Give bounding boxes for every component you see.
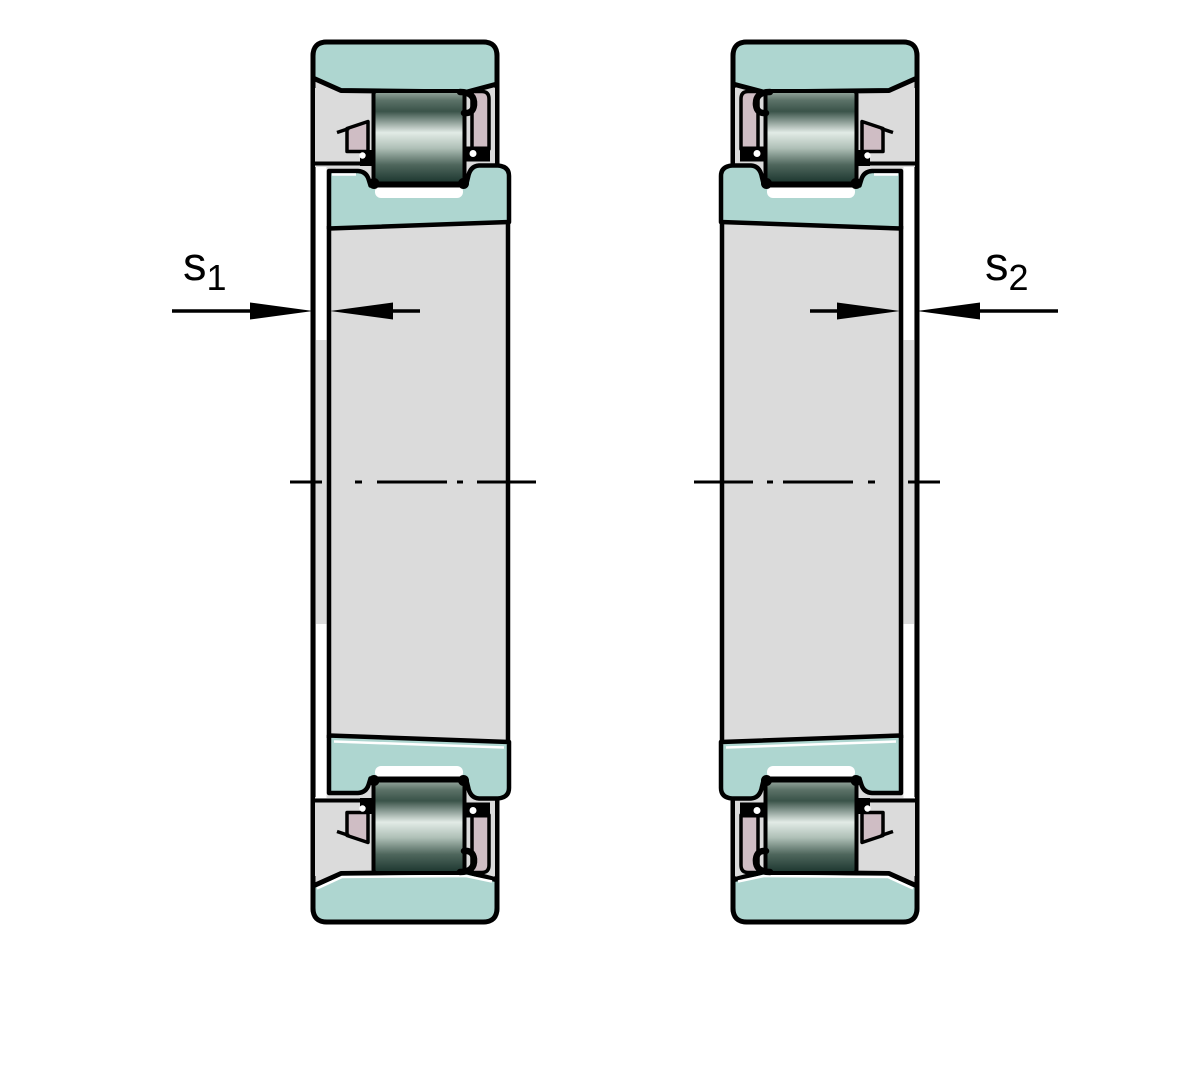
cage-claw-notch [469,807,477,814]
arrowhead-right-icon [250,302,313,320]
arrowhead-left-icon [330,302,393,320]
bearing-right [694,42,940,922]
clearance-gap-lower [316,624,327,798]
dimension-s2: s2 [810,237,1058,320]
clearance-gap-upper [316,167,327,340]
roller-relief-channel-top [375,185,463,198]
cage-claw-notch [469,150,477,157]
label-s1: s1 [183,237,227,298]
bottom-section-highlight [316,874,493,890]
roller-corner-dot [458,178,469,189]
outer-ring-top-section [310,39,500,95]
dimension-s1: s1 [172,237,420,320]
cage-tick-top-left [336,126,350,135]
cage-bar-top-left [345,119,370,154]
roller-bottom [371,778,467,875]
cage-tick-bottom-left [336,829,350,838]
roller-relief-channel-bottom [375,766,463,779]
arrowhead-left-icon [917,302,980,320]
outer-ring-bottom-section [310,869,500,925]
cage-hook-top-right [456,88,478,117]
cage-claw-notch [359,805,366,812]
bottom-flange-highlight [333,740,505,749]
bearing-left [290,39,536,925]
roller-corner-dot [458,775,469,786]
roller-corner-dot [368,775,380,786]
arrowhead-right-icon [837,302,900,320]
cage-bar-bottom-left [345,810,370,845]
roller-corner-dot [368,178,380,189]
label-s2: s2 [985,237,1029,298]
roller-top [371,89,467,186]
cage-hook-bottom-right [456,847,478,876]
cage-claw-notch [359,152,366,159]
